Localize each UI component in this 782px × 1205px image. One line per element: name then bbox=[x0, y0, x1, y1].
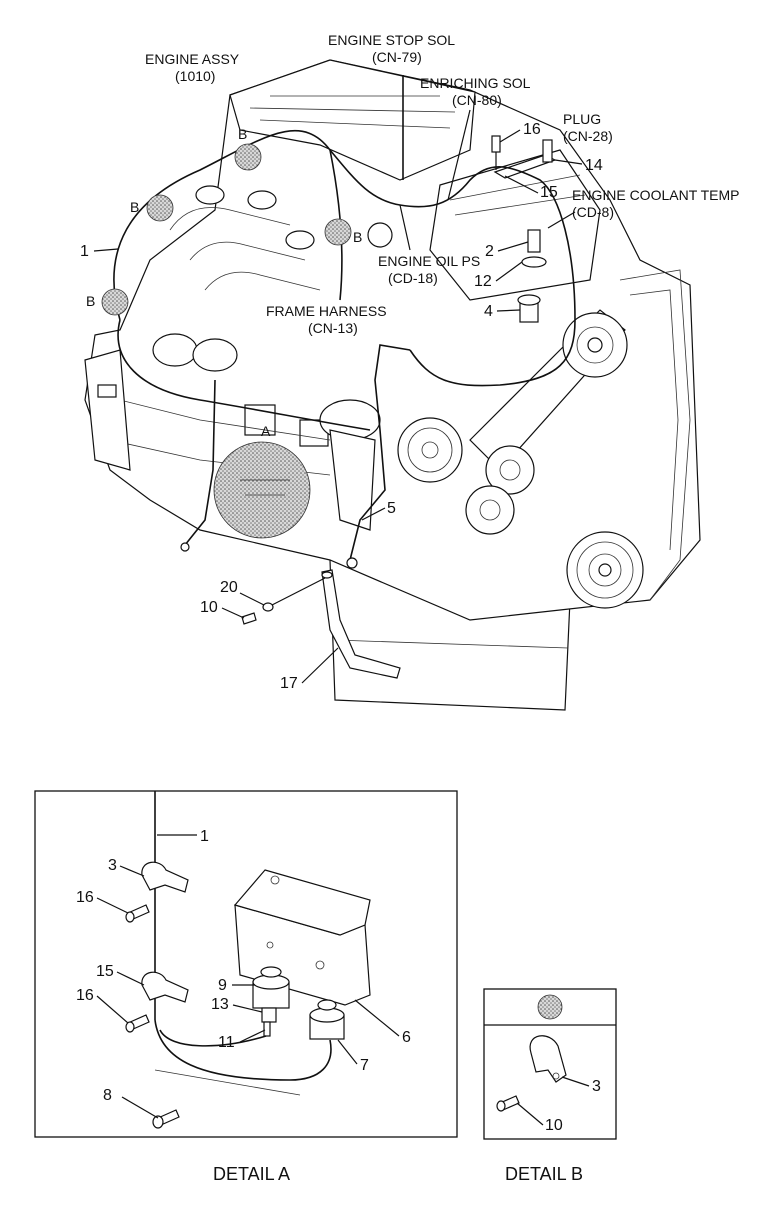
label-frame-harness: FRAME HARNESS bbox=[266, 303, 387, 319]
callout-4: 4 bbox=[484, 303, 493, 320]
detail-b-callout-10: 10 bbox=[545, 1117, 563, 1134]
label-engine-stop-sol-code: (CN-79) bbox=[372, 49, 422, 65]
callout-14: 14 bbox=[585, 157, 603, 174]
detail-b-marker-3 bbox=[324, 218, 352, 246]
marker-b-3: B bbox=[353, 229, 362, 245]
detail-a-panel bbox=[34, 790, 458, 1138]
callout-5: 5 bbox=[387, 500, 396, 517]
detail-a-callout-7: 7 bbox=[360, 1057, 369, 1074]
callout-12: 12 bbox=[474, 273, 492, 290]
detail-b-panel bbox=[483, 988, 617, 1140]
marker-a: A bbox=[261, 423, 271, 439]
label-frame-harness-code: (CN-13) bbox=[308, 320, 358, 336]
detail-a-callout-8: 8 bbox=[103, 1087, 112, 1104]
washer bbox=[262, 602, 274, 612]
callout-20: 20 bbox=[220, 579, 238, 596]
label-engine-coolant-temp: ENGINE COOLANT TEMP bbox=[572, 187, 740, 203]
label-engine-oil-ps: ENGINE OIL PS bbox=[378, 253, 480, 269]
marker-b-4: B bbox=[86, 293, 95, 309]
marker-b-1: B bbox=[238, 126, 247, 142]
callout-2: 2 bbox=[485, 243, 494, 260]
detail-a-callout-1: 1 bbox=[200, 828, 209, 845]
label-plug: PLUG bbox=[563, 111, 601, 127]
callout-10: 10 bbox=[200, 599, 218, 616]
wire-harness bbox=[113, 75, 576, 569]
detail-a-callout-9: 9 bbox=[218, 977, 227, 994]
detail-b-marker-1 bbox=[234, 143, 262, 171]
detail-a-callout-13: 13 bbox=[211, 996, 229, 1013]
detail-b-marker-4 bbox=[101, 288, 129, 316]
label-enriching-sol: ENRICHING SOL bbox=[420, 75, 531, 91]
label-enriching-sol-code: (CN-80) bbox=[452, 92, 502, 108]
label-engine-assy-code: (1010) bbox=[175, 68, 215, 84]
callout-16: 16 bbox=[523, 121, 541, 138]
detail-a-marker bbox=[213, 441, 311, 539]
label-engine-assy: ENGINE ASSY bbox=[145, 51, 240, 67]
engine-body bbox=[84, 59, 701, 711]
detail-a-callout-6: 6 bbox=[402, 1029, 411, 1046]
detail-b-callout-3: 3 bbox=[592, 1078, 601, 1095]
detail-a-callout-16-top: 16 bbox=[76, 889, 94, 906]
detail-a-callout-15: 15 bbox=[96, 963, 114, 980]
detail-a-callout-16-bottom: 16 bbox=[76, 987, 94, 1004]
bolt bbox=[241, 612, 257, 625]
callout-1: 1 bbox=[80, 243, 89, 260]
detail-b-title: DETAIL B bbox=[505, 1164, 583, 1184]
label-engine-oil-ps-code: (CD-18) bbox=[388, 270, 438, 286]
detail-a-title: DETAIL A bbox=[213, 1164, 290, 1184]
detail-a-callout-11: 11 bbox=[218, 1034, 235, 1051]
label-engine-stop-sol: ENGINE STOP SOL bbox=[328, 32, 455, 48]
callout-17: 17 bbox=[280, 675, 298, 692]
label-engine-coolant-temp-code: (CD-8) bbox=[572, 204, 614, 220]
detail-b-marker-2 bbox=[146, 194, 174, 222]
marker-b-2: B bbox=[130, 199, 139, 215]
detail-a-callout-3: 3 bbox=[108, 857, 117, 874]
callout-15: 15 bbox=[540, 184, 558, 201]
ground-strap bbox=[321, 569, 401, 679]
label-plug-code: (CN-28) bbox=[563, 128, 613, 144]
